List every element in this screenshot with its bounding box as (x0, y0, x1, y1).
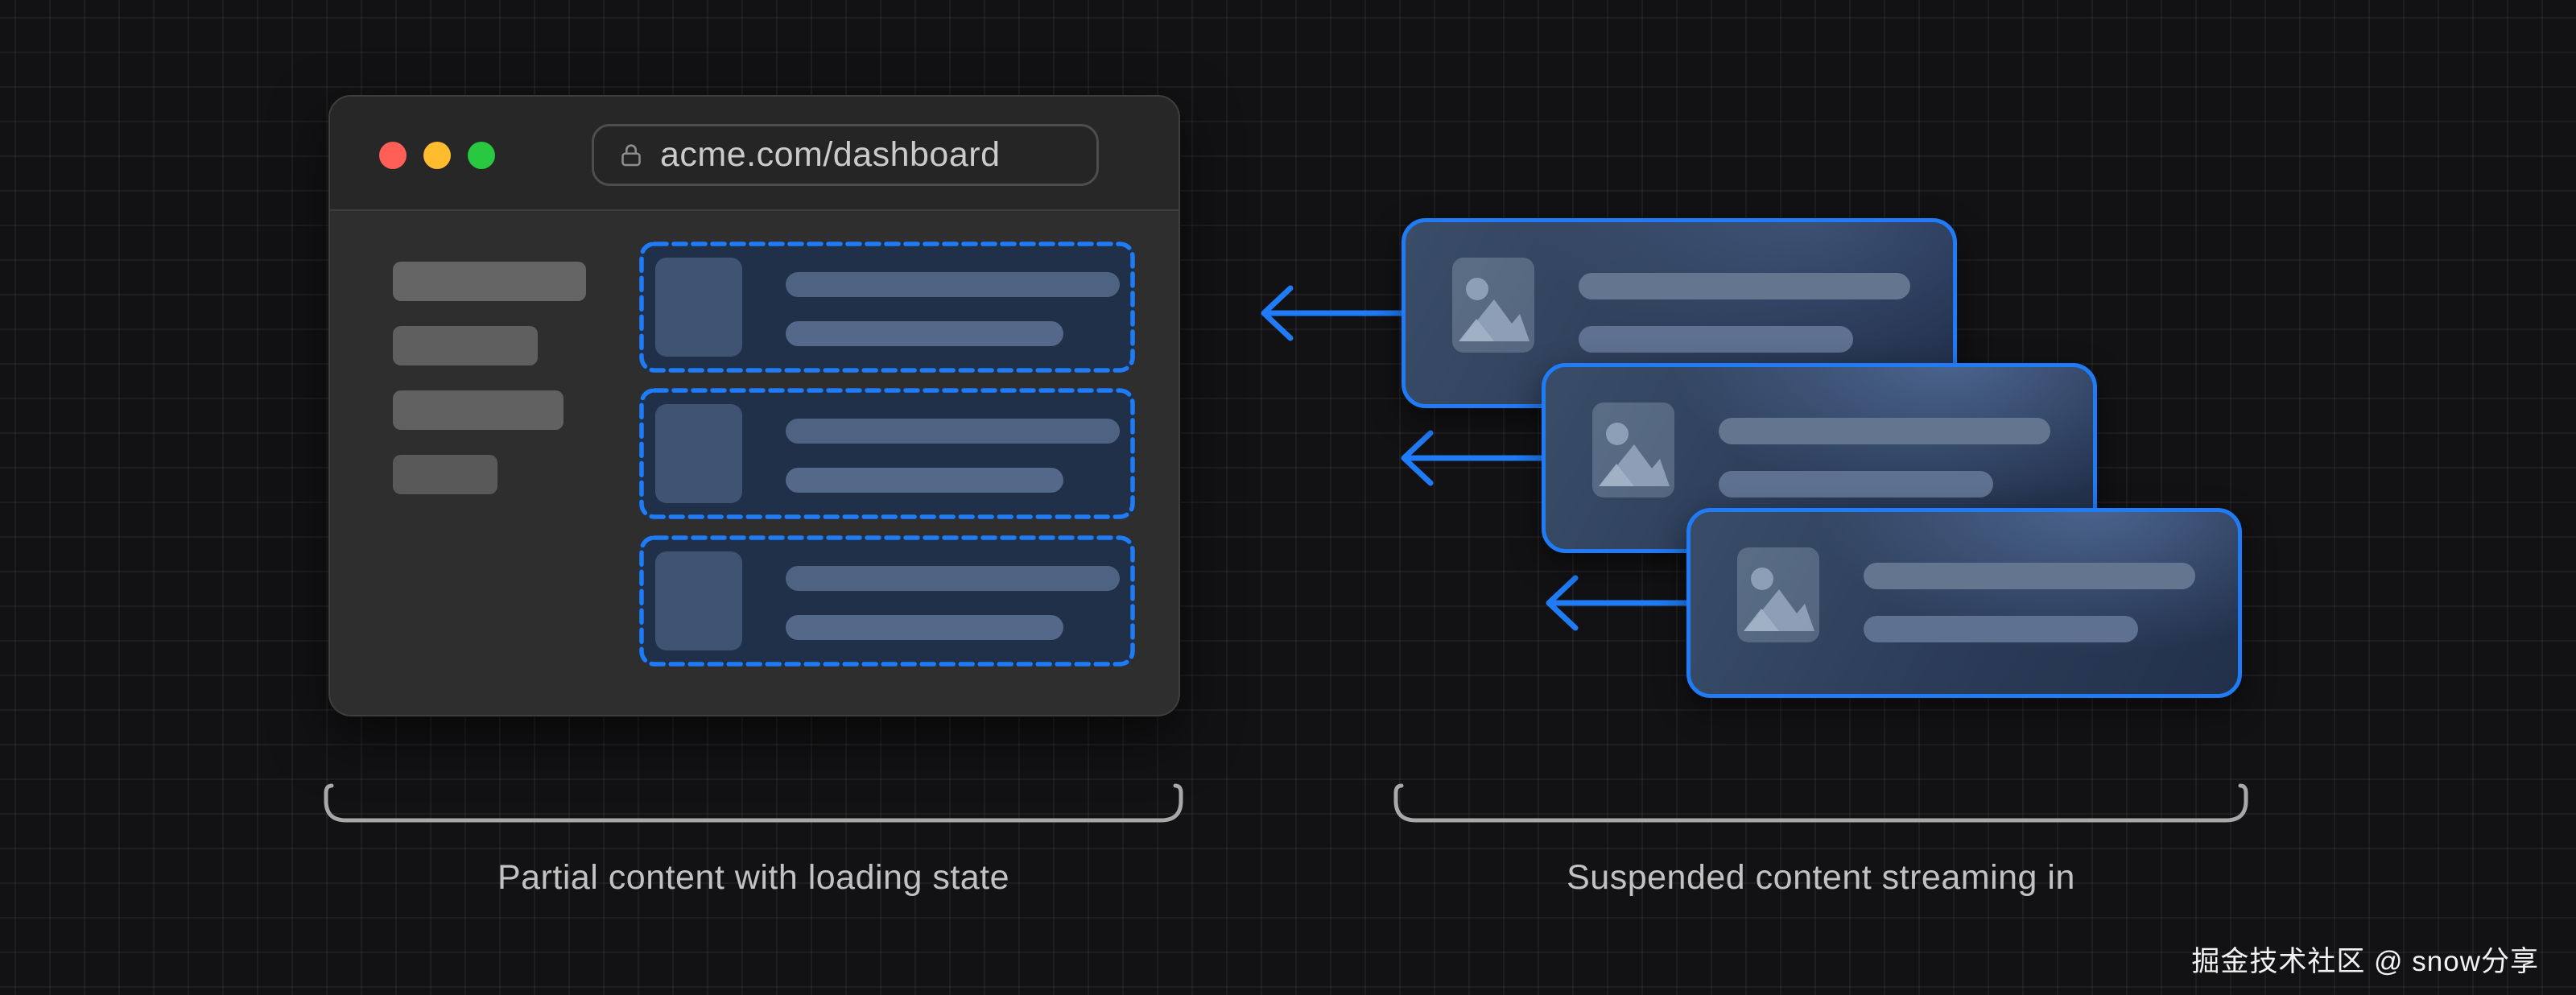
content-text-bar (1864, 616, 2138, 642)
caption-right: Suspended content streaming in (1567, 858, 2075, 897)
image-icon (1459, 278, 1530, 341)
content-text-bar (1719, 418, 2050, 444)
loading-card (639, 535, 1135, 667)
content-text-bar (1864, 563, 2195, 589)
caption-left: Partial content with loading state (497, 858, 1010, 897)
dashed-border (639, 388, 1135, 519)
watermark: 掘金技术社区 @ snow分享 (2191, 946, 2539, 977)
stream-left-arrow (1261, 285, 1406, 341)
image-icon (1599, 423, 1670, 486)
skeleton-text-bar (786, 321, 1063, 346)
dashed-border (639, 535, 1135, 667)
skeleton-text-bar (786, 566, 1120, 591)
traffic-lights (379, 142, 495, 169)
group-bracket (1393, 783, 2248, 823)
lock-icon (621, 143, 641, 166)
content-text-bar (1579, 326, 1853, 353)
sidebar-skeleton-bar (393, 262, 586, 301)
minimize-button[interactable] (423, 142, 451, 169)
photo-placeholder (1452, 258, 1534, 353)
skeleton-image-block (655, 551, 742, 650)
skeleton-image-block (655, 404, 742, 503)
streaming-card (1686, 508, 2242, 698)
maximize-button[interactable] (468, 142, 495, 169)
stream-left-arrow (1401, 430, 1546, 486)
skeleton-image-block (655, 258, 742, 357)
content-text-bar (1719, 471, 1993, 498)
image-icon (1744, 568, 1814, 631)
group-bracket (324, 783, 1183, 823)
browser-window: acme.com/dashboard (328, 95, 1180, 716)
sidebar-skeleton-bar (393, 455, 497, 494)
content-text-bar (1579, 273, 1910, 299)
dashed-border (639, 242, 1135, 373)
skeleton-text-bar (786, 468, 1063, 493)
skeleton-text-bar (786, 419, 1120, 444)
url-bar[interactable]: acme.com/dashboard (592, 124, 1099, 186)
close-button[interactable] (379, 142, 407, 169)
skeleton-text-bar (786, 615, 1063, 640)
loading-card (639, 242, 1135, 373)
sidebar-skeleton-bar (393, 326, 538, 365)
url-text: acme.com/dashboard (660, 135, 1001, 174)
skeleton-text-bar (786, 272, 1120, 297)
stream-left-arrow (1546, 575, 1691, 631)
photo-placeholder (1737, 547, 1819, 642)
loading-card (639, 388, 1135, 519)
browser-titlebar: acme.com/dashboard (330, 97, 1179, 211)
photo-placeholder (1592, 403, 1674, 498)
sidebar-skeleton-bar (393, 390, 564, 430)
